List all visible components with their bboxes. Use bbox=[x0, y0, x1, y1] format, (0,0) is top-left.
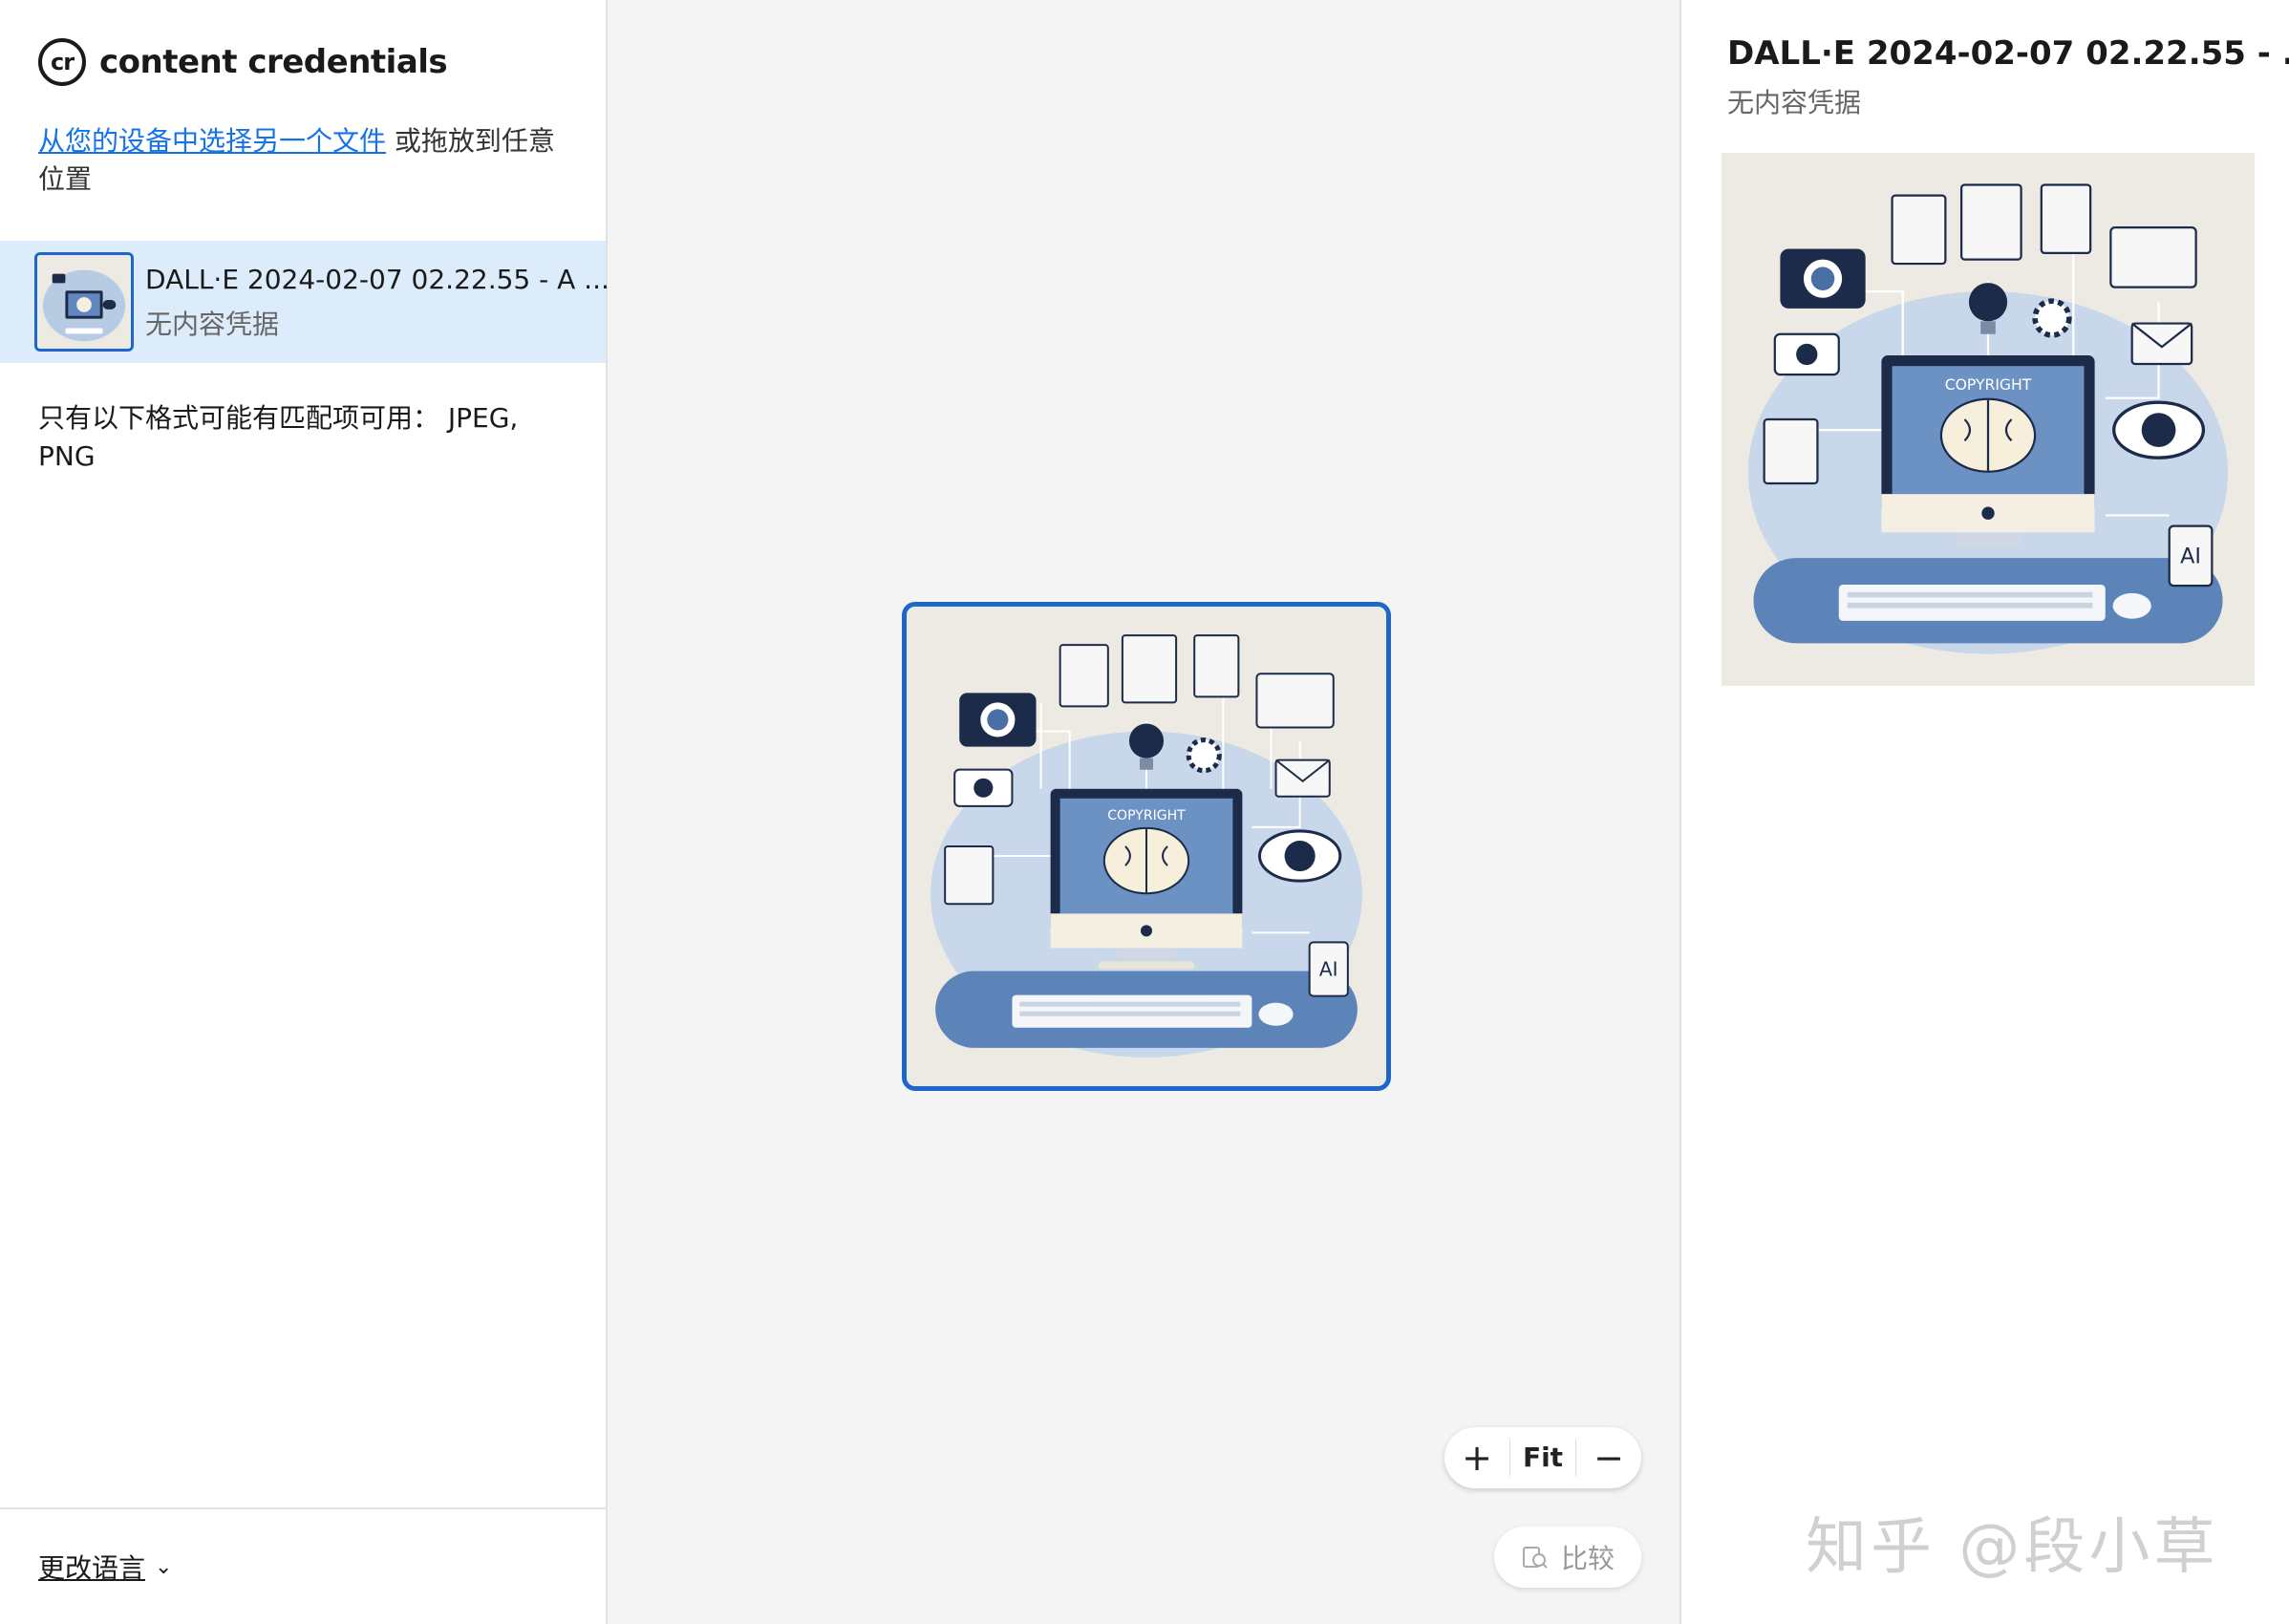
file-name: DALL·E 2024-02-07 02.22.55 - A ... bbox=[145, 264, 610, 295]
zoom-in-button[interactable]: + bbox=[1444, 1427, 1509, 1488]
detail-file-title: DALL·E 2024-02-07 02.22.55 - ... bbox=[1727, 34, 2289, 73]
zoom-controls: + Fit − bbox=[1444, 1427, 1641, 1488]
details-panel: DALL·E 2024-02-07 02.22.55 - ... 无内容凭据 C… bbox=[1679, 0, 2289, 1624]
language-selector[interactable]: 更改语言 ⌄ bbox=[38, 1548, 172, 1586]
copyright-illustration-preview-image: COPYRIGHT AI bbox=[1722, 153, 2255, 686]
svg-text:AI: AI bbox=[1319, 958, 1338, 981]
image-canvas: COPYRIGHT AI bbox=[608, 0, 1679, 1624]
detail-credential-status: 无内容凭据 bbox=[1727, 87, 1862, 118]
zoom-out-button[interactable]: − bbox=[1576, 1427, 1641, 1488]
brand-name: content credentials bbox=[99, 43, 448, 81]
copyright-illustration-image: COPYRIGHT AI bbox=[907, 607, 1386, 1086]
divider bbox=[0, 1507, 606, 1509]
zoom-fit-button[interactable]: Fit bbox=[1509, 1439, 1576, 1477]
chevron-down-icon: ⌄ bbox=[155, 1554, 173, 1579]
plus-icon: + bbox=[1462, 1437, 1492, 1479]
selected-image[interactable]: COPYRIGHT AI bbox=[902, 602, 1391, 1091]
minus-icon: − bbox=[1594, 1437, 1624, 1479]
left-sidebar: cr content credentials 从您的设备中选择另一个文件 或拖放… bbox=[0, 0, 610, 1624]
choose-file-link[interactable]: 从您的设备中选择另一个文件 bbox=[38, 125, 387, 157]
drag-drop-text: 或拖放到任意位置 bbox=[38, 125, 555, 195]
upload-instructions: 从您的设备中选择另一个文件 或拖放到任意位置 bbox=[38, 122, 573, 199]
brand: cr content credentials bbox=[38, 38, 448, 86]
file-credential-status: 无内容凭据 bbox=[145, 309, 280, 340]
compare-label: 比较 bbox=[1560, 1543, 1615, 1574]
svg-text:COPYRIGHT: COPYRIGHT bbox=[1107, 808, 1186, 823]
watermark: 知乎 @段小草 bbox=[1806, 1512, 2219, 1583]
file-list-item[interactable]: DALL·E 2024-02-07 02.22.55 - A ... 无内容凭据 bbox=[0, 241, 610, 363]
svg-text:AI: AI bbox=[2180, 545, 2201, 569]
compare-button[interactable]: 比较 bbox=[1494, 1527, 1641, 1588]
illustration-thumbnail-icon bbox=[37, 255, 131, 349]
compare-icon bbox=[1521, 1543, 1550, 1571]
detail-image-preview: COPYRIGHT AI bbox=[1722, 153, 2255, 686]
svg-text:COPYRIGHT: COPYRIGHT bbox=[1945, 376, 2032, 394]
language-label: 更改语言 bbox=[38, 1552, 146, 1584]
file-thumbnail bbox=[34, 252, 134, 352]
supported-formats-note: 只有以下格式可能有匹配项可用： JPEG, PNG bbox=[38, 402, 519, 472]
cr-logo-icon: cr bbox=[38, 38, 86, 86]
